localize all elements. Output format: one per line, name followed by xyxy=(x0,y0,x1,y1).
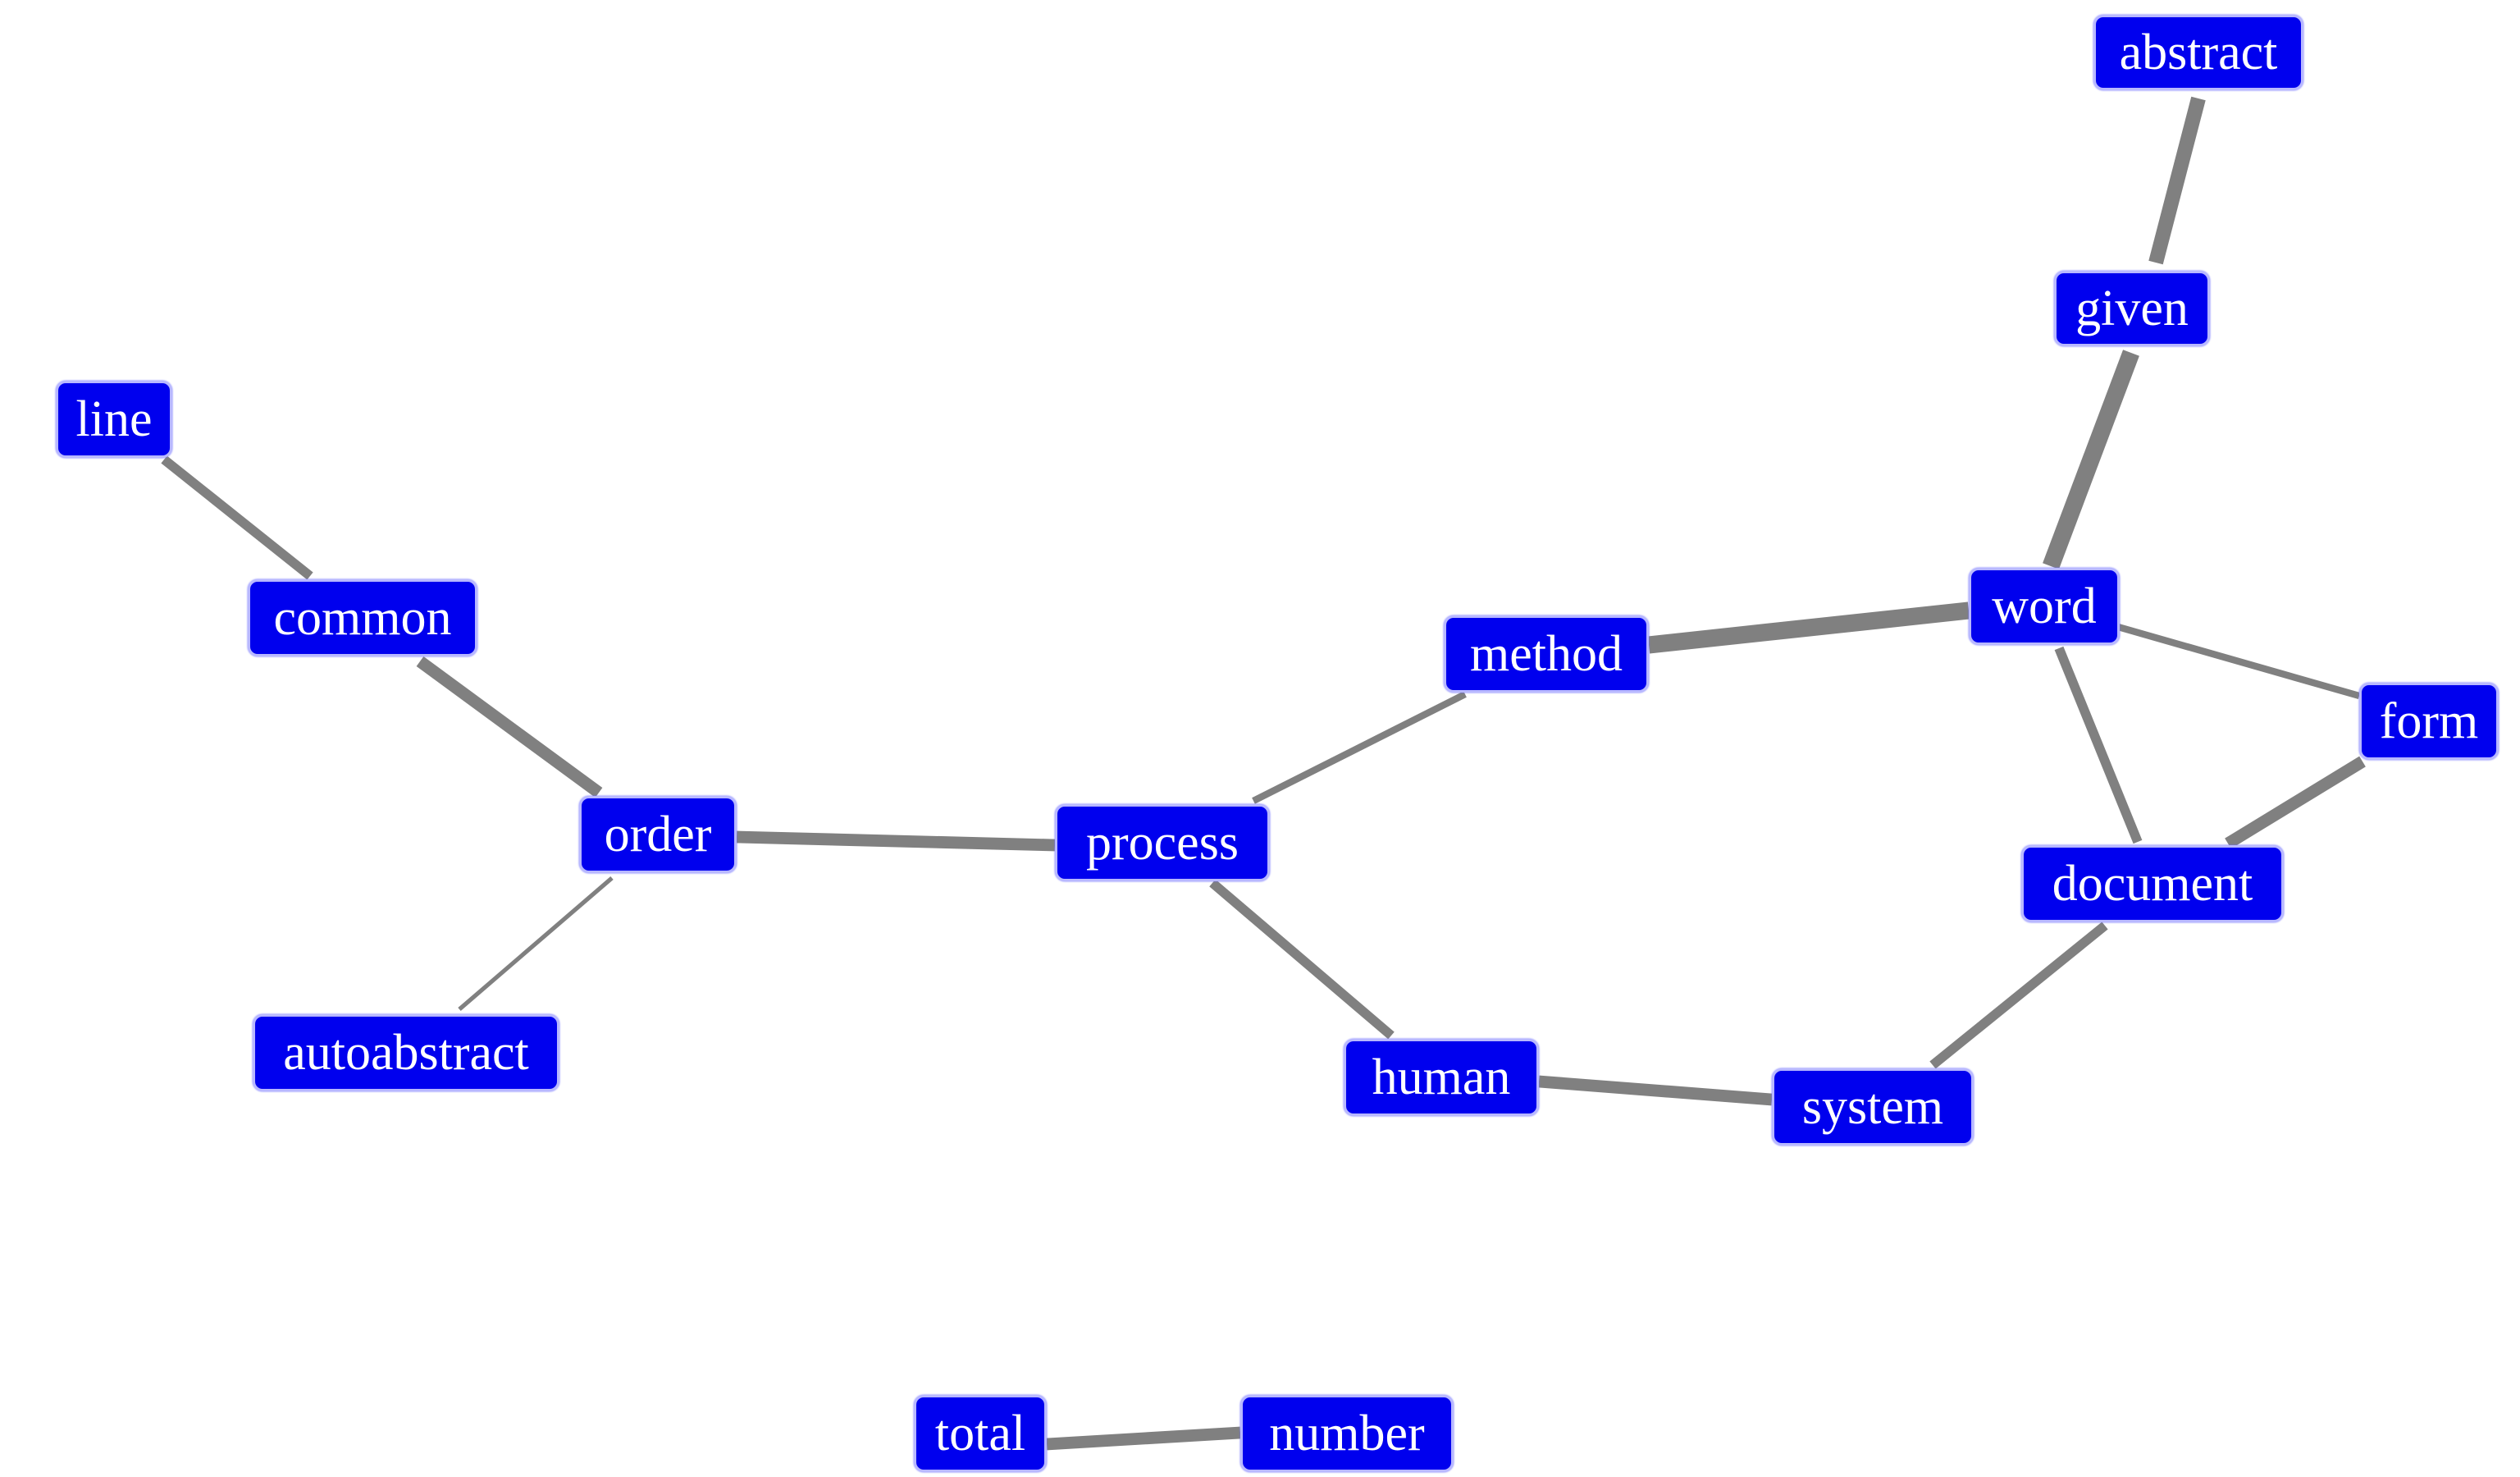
node-order[interactable]: order xyxy=(579,796,737,873)
node-form[interactable]: form xyxy=(2359,683,2499,760)
edge-process-human xyxy=(1209,879,1395,1040)
edge-method-word xyxy=(1647,601,1970,654)
edge-abstract-given xyxy=(2148,96,2206,265)
edge-order-process xyxy=(736,830,1056,852)
node-given[interactable]: given xyxy=(2054,271,2210,346)
edge-system-document xyxy=(1929,921,2108,1069)
node-human[interactable]: human xyxy=(1344,1039,1539,1116)
node-method[interactable]: method xyxy=(1444,615,1649,693)
edge-order-autoabstract xyxy=(458,876,614,1011)
edge-common-order xyxy=(416,656,603,798)
node-line[interactable]: line xyxy=(56,381,172,458)
edge-word-form xyxy=(2116,623,2361,700)
edge-word-document xyxy=(2054,646,2143,844)
node-number[interactable]: number xyxy=(1240,1395,1454,1472)
node-word[interactable]: word xyxy=(1969,568,2120,645)
node-total[interactable]: total xyxy=(914,1395,1047,1472)
node-abstract[interactable]: abstract xyxy=(2093,15,2303,90)
edge-total-number xyxy=(1046,1426,1241,1451)
edge-given-word xyxy=(2043,350,2139,569)
edge-human-system xyxy=(1538,1075,1773,1106)
edge-line-common xyxy=(161,455,313,580)
node-process[interactable]: process xyxy=(1055,804,1270,881)
node-document[interactable]: document xyxy=(2021,845,2284,922)
node-common[interactable]: common xyxy=(248,579,477,656)
edge-process-method xyxy=(1252,691,1467,804)
node-autoabstract[interactable]: autoabstract xyxy=(253,1014,559,1091)
edge-form-document xyxy=(2225,756,2366,849)
node-system[interactable]: system xyxy=(1772,1068,1974,1145)
